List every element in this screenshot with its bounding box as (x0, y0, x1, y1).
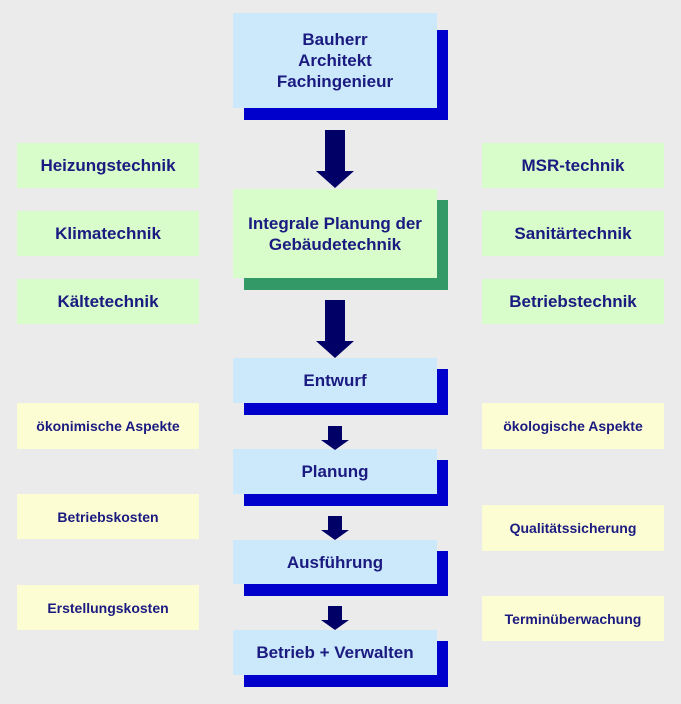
aspect-oekonomisch: ökonimische Aspekte (17, 403, 199, 449)
discipline-kaeltetechnik: Kältetechnik (17, 279, 199, 324)
down-arrow-icon (316, 130, 354, 188)
aspect-qualitaetssicherung: Qualitätssicherung (482, 505, 664, 551)
discipline-klimatechnik: Klimatechnik (17, 211, 199, 256)
aspect-terminueberwachung: Terminüberwachung (482, 596, 664, 641)
aspect-erstellungskosten: Erstellungskosten (17, 585, 199, 630)
aspect-oekologisch: ökologische Aspekte (482, 403, 664, 449)
discipline-heizungstechnik: Heizungstechnik (17, 143, 199, 188)
stage-ausfuehrung: Ausführung (233, 540, 437, 584)
stakeholders-box: Bauherr Architekt Fachingenieur (233, 13, 437, 108)
down-arrow-icon (321, 426, 349, 450)
discipline-msr-technik: MSR-technik (482, 143, 664, 188)
stage-betrieb-verwalten: Betrieb + Verwalten (233, 630, 437, 675)
down-arrow-icon (321, 606, 349, 630)
integral-line-2: Gebäudetechnik (268, 234, 402, 254)
down-arrow-icon (321, 516, 349, 540)
stage-planung: Planung (233, 449, 437, 494)
aspect-betriebskosten: Betriebskosten (17, 494, 199, 539)
discipline-betriebstechnik: Betriebstechnik (482, 279, 664, 324)
integral-planning-box: Integrale Planung der Gebäudetechnik (233, 189, 437, 278)
integral-line-1: Integrale Planung der (248, 213, 422, 233)
stakeholder-bauherr: Bauherr (302, 30, 368, 49)
stakeholder-fachingenieur: Fachingenieur (276, 72, 394, 91)
stage-entwurf: Entwurf (233, 358, 437, 403)
discipline-sanitaertechnik: Sanitärtechnik (482, 211, 664, 256)
stakeholder-architekt: Architekt (298, 51, 372, 70)
down-arrow-icon (316, 300, 354, 358)
